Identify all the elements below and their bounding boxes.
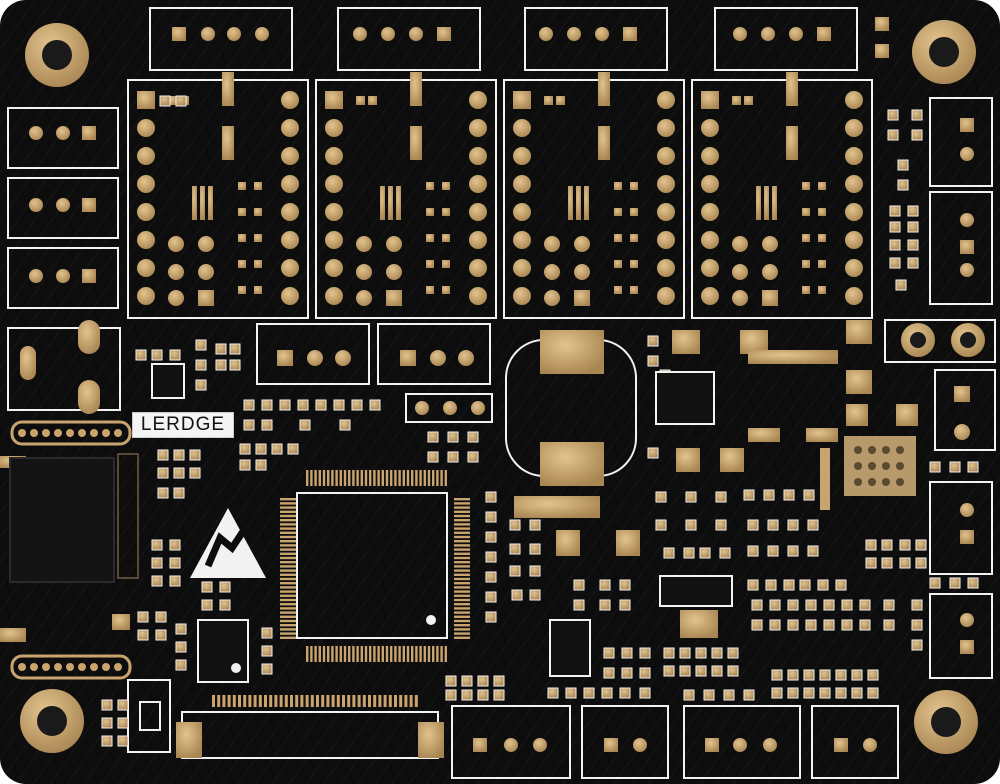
mounting-hole-icon (20, 20, 978, 754)
esd-warning-icon (190, 508, 266, 578)
board-silkscreen-label: LERDGE (132, 412, 234, 438)
